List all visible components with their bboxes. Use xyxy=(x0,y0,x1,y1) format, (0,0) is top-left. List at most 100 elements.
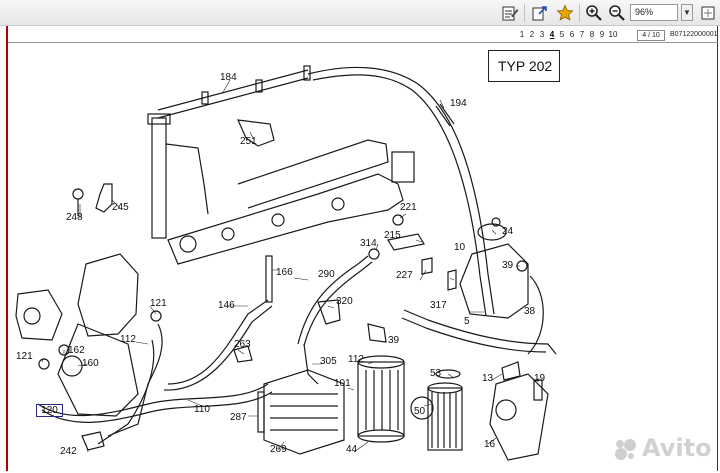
callout[interactable]: 242 xyxy=(60,446,77,457)
fuel-filter-housing[interactable] xyxy=(357,361,405,437)
rail-port xyxy=(271,213,285,227)
callout[interactable]: 227 xyxy=(396,270,413,281)
callout[interactable]: 19 xyxy=(534,373,546,384)
zoom-out-icon[interactable] xyxy=(607,3,627,23)
bracket-251 xyxy=(237,119,275,147)
callout[interactable]: 44 xyxy=(346,444,358,455)
rail-clip xyxy=(201,91,209,105)
high-pressure-pump[interactable] xyxy=(77,253,139,337)
callout[interactable]: 5 xyxy=(464,316,470,327)
page-link[interactable]: 1 xyxy=(519,30,525,39)
callout[interactable]: 305 xyxy=(320,356,337,367)
toolbar-separator xyxy=(524,4,525,22)
line-146[interactable] xyxy=(167,299,269,385)
callout[interactable]: 317 xyxy=(430,300,447,311)
callout[interactable]: 269 xyxy=(270,444,287,455)
callout[interactable]: 112 xyxy=(120,334,136,345)
callout[interactable]: 10 xyxy=(454,242,466,253)
line-110[interactable] xyxy=(37,383,269,417)
filter-element-top xyxy=(427,382,463,394)
page-link-current[interactable]: 4 xyxy=(549,30,555,39)
fit-page-icon[interactable] xyxy=(698,3,718,23)
coolant-flange[interactable] xyxy=(489,373,549,461)
callout[interactable]: 50 xyxy=(414,406,426,417)
return-line[interactable] xyxy=(312,74,487,317)
highlighted-callout[interactable]: 120 xyxy=(36,404,63,417)
callout[interactable]: 287 xyxy=(230,412,247,423)
fuel-rail-line[interactable] xyxy=(157,69,309,119)
page-link[interactable]: 7 xyxy=(579,30,585,39)
clamp-263 xyxy=(233,345,253,363)
common-rail[interactable] xyxy=(167,173,404,265)
bolt-227 xyxy=(421,257,433,275)
clip-112 xyxy=(367,323,387,343)
filter-element[interactable] xyxy=(427,387,463,451)
page-link[interactable]: 6 xyxy=(569,30,575,39)
page-link[interactable]: 8 xyxy=(589,30,595,39)
callout[interactable]: 290 xyxy=(318,269,335,280)
favorite-star-icon[interactable] xyxy=(555,3,575,23)
page-link[interactable]: 9 xyxy=(599,30,605,39)
callout[interactable]: 320 xyxy=(336,296,353,307)
return-line[interactable] xyxy=(307,66,495,315)
callout[interactable]: 38 xyxy=(524,306,536,317)
page-link[interactable]: 10 xyxy=(608,30,618,39)
feed-line[interactable] xyxy=(97,339,155,445)
rail-port xyxy=(221,227,235,241)
filter-bottom xyxy=(357,429,405,443)
zoom-select[interactable]: 96% xyxy=(630,4,678,21)
oil-cooler[interactable] xyxy=(263,369,345,455)
callout[interactable]: 184 xyxy=(220,72,237,83)
hose-290[interactable] xyxy=(297,255,369,345)
zoom-in-icon[interactable] xyxy=(584,3,604,23)
return-hose[interactable] xyxy=(403,309,557,355)
page-link[interactable]: 3 xyxy=(539,30,545,39)
thermostat-housing[interactable] xyxy=(459,243,529,319)
callout[interactable]: 162 xyxy=(68,345,85,356)
navigate-icon[interactable] xyxy=(530,3,550,23)
line-110[interactable] xyxy=(41,391,273,423)
injector[interactable] xyxy=(151,117,167,239)
page-link[interactable]: 2 xyxy=(529,30,535,39)
callout[interactable]: 16 xyxy=(484,439,496,450)
callout[interactable]: 248 xyxy=(66,212,83,223)
hose-290[interactable] xyxy=(303,261,373,347)
chevron-down-icon[interactable]: ▼ xyxy=(681,4,693,21)
callout[interactable]: 24 xyxy=(502,226,514,237)
toolbar-separator xyxy=(579,4,580,22)
clamp-242 xyxy=(81,431,105,451)
hose-305 xyxy=(303,343,319,385)
callout[interactable]: 245 xyxy=(112,202,129,213)
fitting-215 xyxy=(387,233,425,251)
edit-note-icon[interactable] xyxy=(500,3,520,23)
callout[interactable]: 101 xyxy=(334,378,351,389)
page-link[interactable]: 5 xyxy=(559,30,565,39)
hose-38[interactable] xyxy=(527,275,544,355)
callout[interactable]: 251 xyxy=(240,136,257,147)
callout[interactable]: 39 xyxy=(388,335,400,346)
callout[interactable]: 194 xyxy=(450,98,467,109)
callout[interactable]: 160 xyxy=(82,358,99,369)
callout[interactable]: 263 xyxy=(234,339,251,350)
callout[interactable]: 110 xyxy=(194,404,210,415)
callout[interactable]: 221 xyxy=(400,202,417,213)
document-frame xyxy=(6,26,718,471)
filter-top xyxy=(357,355,405,369)
callout[interactable]: 121 xyxy=(16,351,33,362)
clamp-162 xyxy=(58,344,70,356)
clamp-13 xyxy=(501,361,521,381)
callout[interactable]: 215 xyxy=(384,230,401,241)
callout[interactable]: 166 xyxy=(276,267,293,278)
return-hose[interactable] xyxy=(401,317,547,353)
leader-lines xyxy=(41,79,539,453)
callout[interactable]: 314 xyxy=(360,238,377,249)
callout[interactable]: 146 xyxy=(218,300,235,311)
callout[interactable]: 39 xyxy=(502,260,514,271)
clamp-121 xyxy=(150,310,162,322)
pump-housing[interactable] xyxy=(57,323,139,417)
callout[interactable]: 112 xyxy=(348,354,364,365)
callout[interactable]: 13 xyxy=(482,373,494,384)
callout[interactable]: 121 xyxy=(150,298,167,309)
line-146[interactable] xyxy=(163,305,273,391)
callout[interactable]: 53 xyxy=(430,368,442,379)
